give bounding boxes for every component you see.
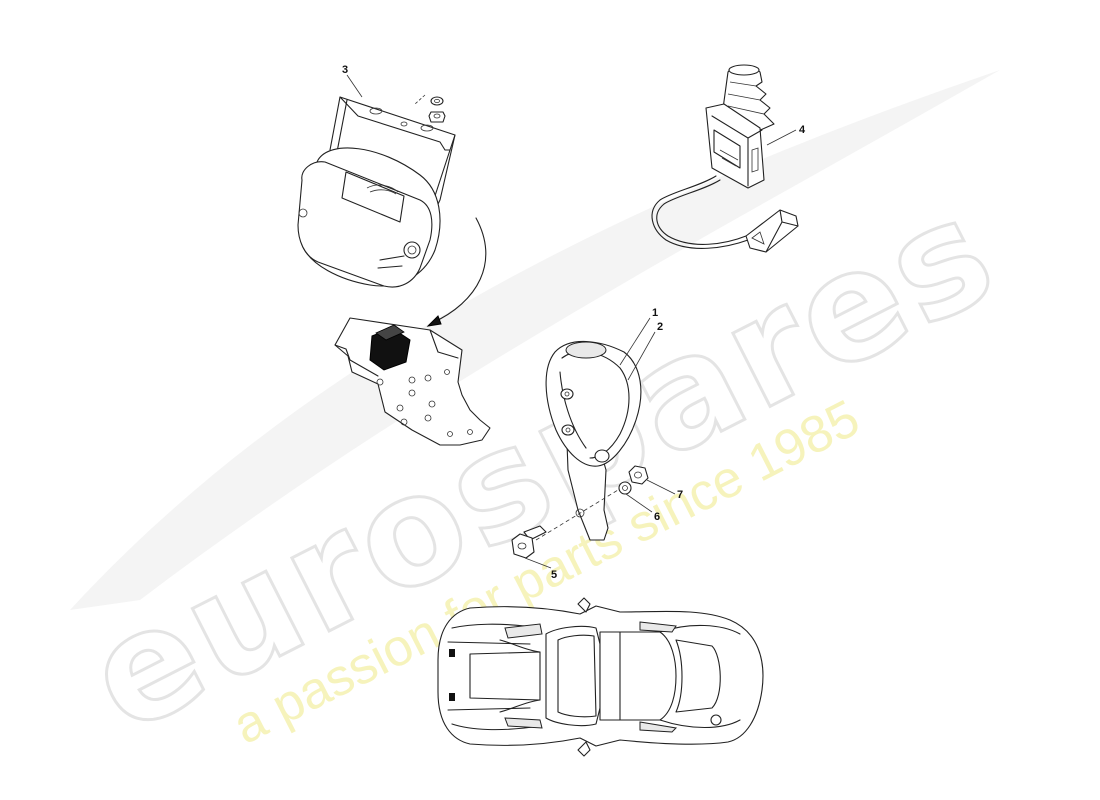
callout-5: 5 bbox=[551, 569, 557, 581]
washer-icon bbox=[430, 96, 444, 106]
callout-1: 1 bbox=[652, 307, 658, 319]
callout-7: 7 bbox=[677, 489, 683, 501]
callout-2: 2 bbox=[657, 321, 663, 333]
bolt-icon: 5 bbox=[511, 525, 557, 581]
car-top-view-icon bbox=[437, 597, 764, 757]
siren-icon: 3 bbox=[297, 64, 456, 288]
bracket-icon bbox=[334, 317, 491, 446]
callout-4: 4 bbox=[799, 124, 806, 136]
horn-icon: 1 2 bbox=[545, 307, 663, 541]
assembly-axis bbox=[535, 489, 619, 541]
nut-icon bbox=[428, 111, 446, 123]
callout-3: 3 bbox=[342, 64, 348, 76]
callout-6: 6 bbox=[654, 511, 660, 523]
switch-icon: 4 bbox=[651, 64, 806, 253]
washer-icon: 6 bbox=[618, 481, 660, 523]
watermark-swoosh bbox=[70, 70, 1000, 610]
assembly-arrow bbox=[426, 217, 487, 327]
nut-icon: 7 bbox=[628, 465, 683, 501]
